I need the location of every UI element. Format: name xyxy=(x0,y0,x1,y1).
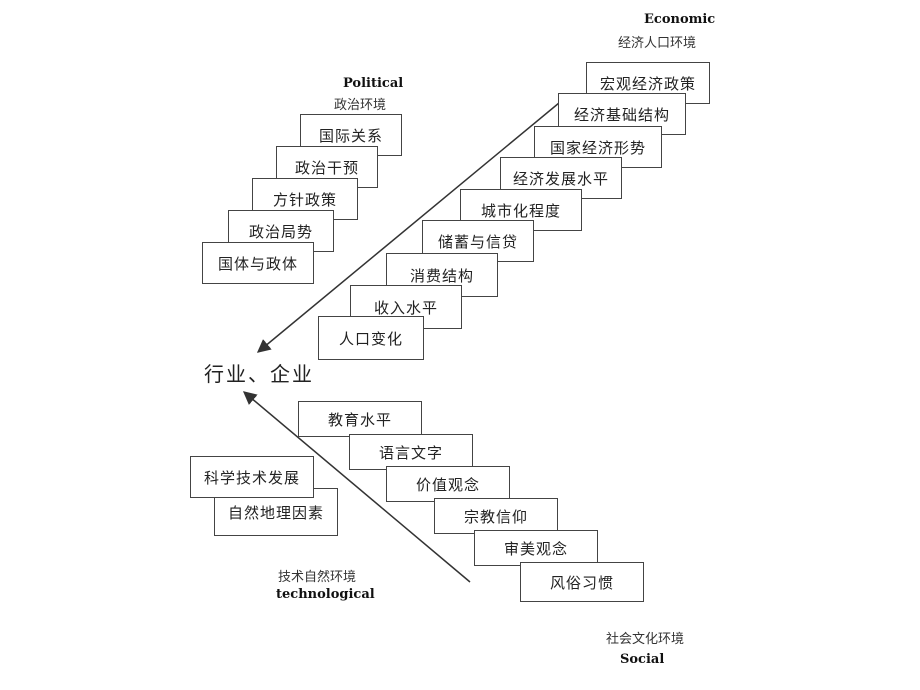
social-title: Social xyxy=(620,652,665,667)
social-item-4: 宗教信仰 xyxy=(434,498,558,534)
social-item-1: 教育水平 xyxy=(298,401,422,437)
technological-title: technological xyxy=(276,587,375,602)
technological-subtitle: 技术自然环境 xyxy=(278,570,357,585)
social-item-5: 审美观念 xyxy=(474,530,598,566)
political-subtitle: 政治环境 xyxy=(334,98,387,113)
economic-item-9: 人口变化 xyxy=(318,316,424,360)
technological-item-1: 科学技术发展 xyxy=(190,456,314,498)
social-item-6: 风俗习惯 xyxy=(520,562,644,602)
social-subtitle: 社会文化环境 xyxy=(606,632,685,647)
economic-arrow xyxy=(256,97,566,353)
center-label: 行业、企业 xyxy=(204,362,314,386)
political-title: Political xyxy=(343,76,404,91)
social-arrow xyxy=(242,391,471,583)
social-item-3: 价值观念 xyxy=(386,466,510,502)
social-item-2: 语言文字 xyxy=(349,434,473,470)
political-item-5: 国体与政体 xyxy=(202,242,314,284)
economic-title: Economic xyxy=(644,12,716,27)
economic-subtitle: 经济人口环境 xyxy=(618,36,697,51)
